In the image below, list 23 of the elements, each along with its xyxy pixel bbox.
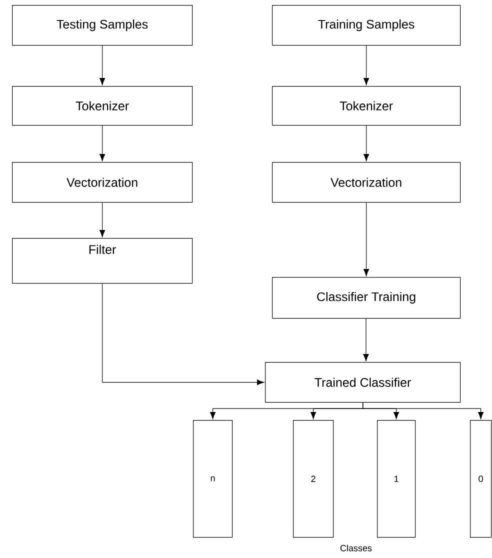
arrow bbox=[363, 318, 369, 362]
arrow bbox=[364, 45, 370, 86]
process-box: Trained Classifier bbox=[265, 362, 461, 403]
process-box: Tokenizer bbox=[12, 86, 193, 126]
process-box: Vectorization bbox=[272, 162, 461, 203]
process-box: Filter bbox=[12, 238, 193, 284]
process-box: Vectorization bbox=[12, 162, 193, 203]
arrow bbox=[362, 402, 484, 420]
class-box: 1 bbox=[377, 420, 416, 538]
class-box: n bbox=[193, 420, 233, 538]
arrow bbox=[100, 45, 106, 86]
process-box: Classifier Training bbox=[272, 277, 461, 319]
arrow bbox=[100, 125, 106, 162]
process-box: Training Samples bbox=[272, 5, 461, 46]
process-box: Testing Samples bbox=[12, 5, 193, 46]
process-box: Tokenizer bbox=[272, 86, 461, 126]
arrow bbox=[364, 125, 370, 162]
class-box: 0 bbox=[470, 420, 492, 538]
caption-text: Classes bbox=[340, 544, 372, 552]
arrow bbox=[364, 202, 370, 276]
arrow bbox=[100, 202, 106, 238]
class-box: 2 bbox=[293, 420, 334, 538]
arrow bbox=[102, 283, 264, 386]
